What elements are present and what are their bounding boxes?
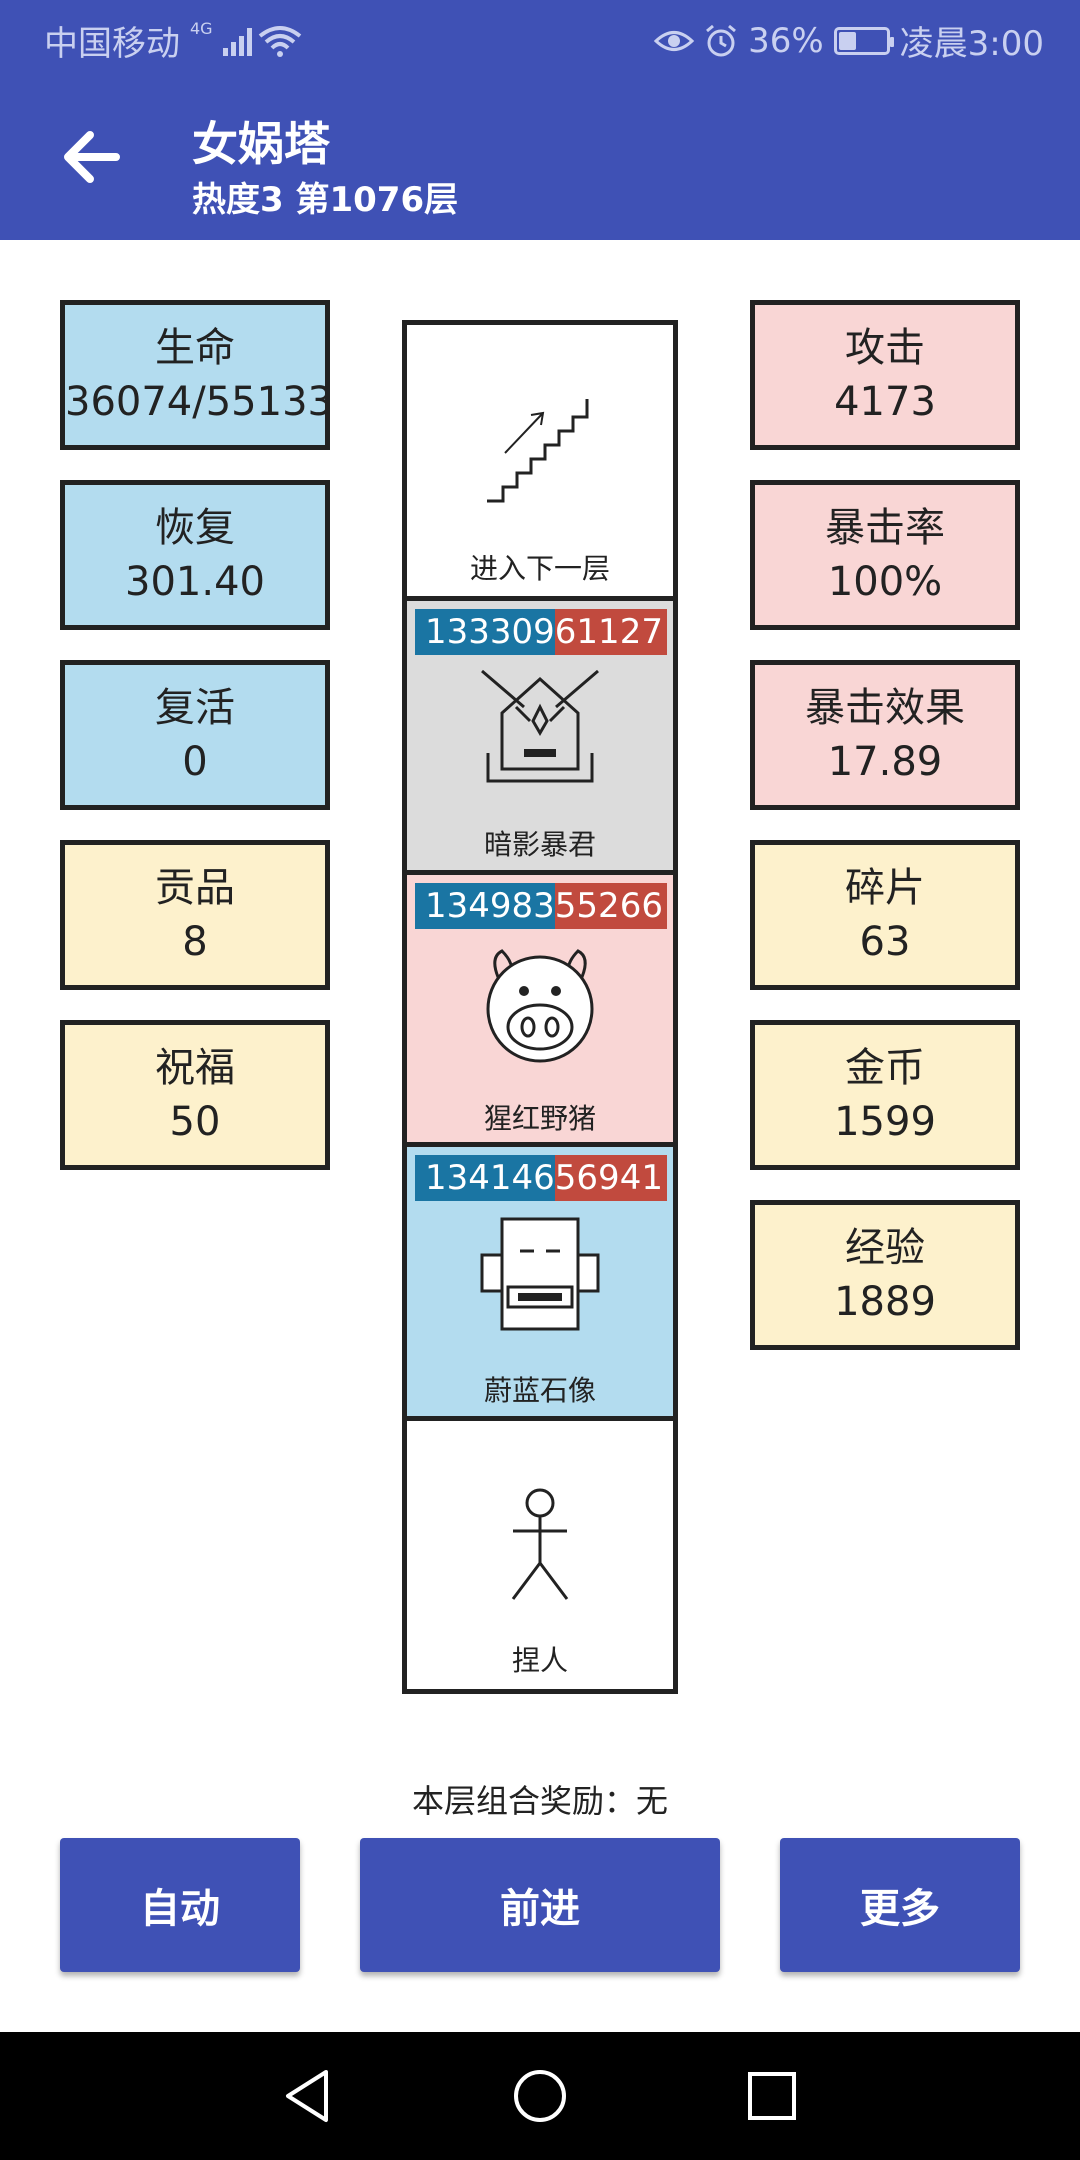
eye-icon [653, 30, 695, 51]
stat-label: 攻击 [845, 325, 925, 371]
stat-label: 金币 [845, 1045, 925, 1091]
network-type: 4G [190, 19, 213, 38]
stat-label: 恢复 [155, 505, 235, 551]
stat-value: 100% [827, 559, 943, 605]
stat-label: 经验 [845, 1225, 925, 1271]
carrier-label: 中国移动 [44, 24, 180, 64]
stat-value: 63 [859, 919, 911, 965]
stat-fragment: 碎片 63 [750, 840, 1020, 990]
stat-blessing: 祝福 50 [60, 1020, 330, 1170]
stat-value: 0 [182, 739, 208, 785]
stat-label: 暴击效果 [805, 685, 965, 731]
enemy-hp-red: 56941 [554, 1155, 667, 1201]
clock: 凌晨3:00 [899, 24, 1044, 64]
battery-percent: 36% [748, 20, 824, 61]
stat-value: 17.89 [827, 739, 943, 785]
page-title: 女娲塔 [192, 117, 330, 171]
enemy-hp-bar: 134983 55266 [415, 883, 667, 929]
cell-name: 捏人 [511, 1644, 568, 1677]
stat-value: 4173 [834, 379, 936, 425]
app-bar: 女娲塔 热度3 第1076层 [0, 96, 1080, 240]
back-arrow-icon[interactable] [56, 122, 126, 192]
stat-value: 301.40 [125, 559, 265, 605]
cell-name: 猩红野猪 [483, 1102, 596, 1135]
stat-label: 复活 [155, 685, 235, 731]
stat-value: 1599 [834, 1099, 936, 1145]
stat-life: 生命 36074/55133 [60, 300, 333, 450]
enemy-hp-red: 61127 [554, 609, 667, 655]
enemy-hp-red: 55266 [554, 883, 667, 929]
auto-button[interactable]: 自动 [60, 1838, 300, 1972]
nav-recents-icon[interactable] [740, 2064, 804, 2128]
stairs-icon [487, 399, 589, 503]
stat-value: 50 [169, 1099, 221, 1145]
stat-value: 8 [182, 919, 208, 965]
shadow-tyrant-icon [481, 669, 599, 783]
tower-cell-enemy[interactable]: 133309 61127 暗影暴君 [407, 601, 673, 875]
stat-value: 36074/55133 [65, 379, 333, 425]
stat-revive: 复活 0 [60, 660, 330, 810]
cell-name: 暗影暴君 [483, 828, 596, 861]
stat-attack: 攻击 4173 [750, 300, 1020, 450]
stat-value: 1889 [834, 1279, 936, 1325]
tower-cell-enemy[interactable]: 134983 55266 猩红野猪 [407, 875, 673, 1147]
app-header: 中国移动 4G 36% 凌晨3:00 [0, 0, 1080, 240]
stick-figure-icon [511, 1488, 569, 1600]
tower-cell-next-floor[interactable]: 进入下一层 [407, 325, 673, 601]
status-bar: 中国移动 4G 36% 凌晨3:00 [0, 0, 1080, 76]
signal-icon [222, 26, 252, 56]
enemy-hp-bar: 134146 56941 [415, 1155, 667, 1201]
stat-gold: 金币 1599 [750, 1020, 1020, 1170]
stat-label: 暴击率 [825, 505, 945, 551]
stat-label: 生命 [155, 325, 235, 371]
alarm-icon [706, 24, 737, 56]
cell-name: 蔚蓝石像 [483, 1374, 596, 1407]
stat-crit-effect: 暴击效果 17.89 [750, 660, 1020, 810]
page-subtitle: 热度3 第1076层 [192, 180, 459, 220]
stat-offering: 贡品 8 [60, 840, 330, 990]
forward-button[interactable]: 前进 [360, 1838, 720, 1972]
enemy-hp-blue: 133309 [415, 609, 555, 655]
floor-bonus-text: 本层组合奖励：无 [411, 1782, 668, 1820]
nav-home-icon[interactable] [508, 2064, 572, 2128]
pig-icon [486, 949, 594, 1063]
stat-label: 贡品 [155, 865, 235, 911]
more-button[interactable]: 更多 [780, 1838, 1020, 1972]
enemy-hp-blue: 134146 [415, 1155, 555, 1201]
stat-label: 祝福 [155, 1045, 235, 1091]
system-nav-bar [0, 2032, 1080, 2160]
stat-recovery: 恢复 301.40 [60, 480, 330, 630]
tower-cell-enemy[interactable]: 134146 56941 蔚蓝石像 [407, 1147, 673, 1421]
wifi-icon [258, 25, 301, 57]
nav-back-icon[interactable] [276, 2064, 340, 2128]
battery-icon [833, 26, 894, 55]
stat-experience: 经验 1889 [750, 1200, 1020, 1350]
tower-cell-player[interactable]: 捏人 [407, 1421, 673, 1689]
enemy-hp-blue: 134983 [415, 883, 555, 929]
tower-column: 进入下一层 133309 61127 暗影暴君 134983 55266 [402, 320, 678, 1694]
stat-crit-rate: 暴击率 100% [750, 480, 1020, 630]
cell-name: 进入下一层 [469, 552, 610, 585]
enemy-hp-bar: 133309 61127 [415, 609, 667, 655]
stat-label: 碎片 [845, 865, 925, 911]
stone-statue-icon [480, 1217, 600, 1331]
